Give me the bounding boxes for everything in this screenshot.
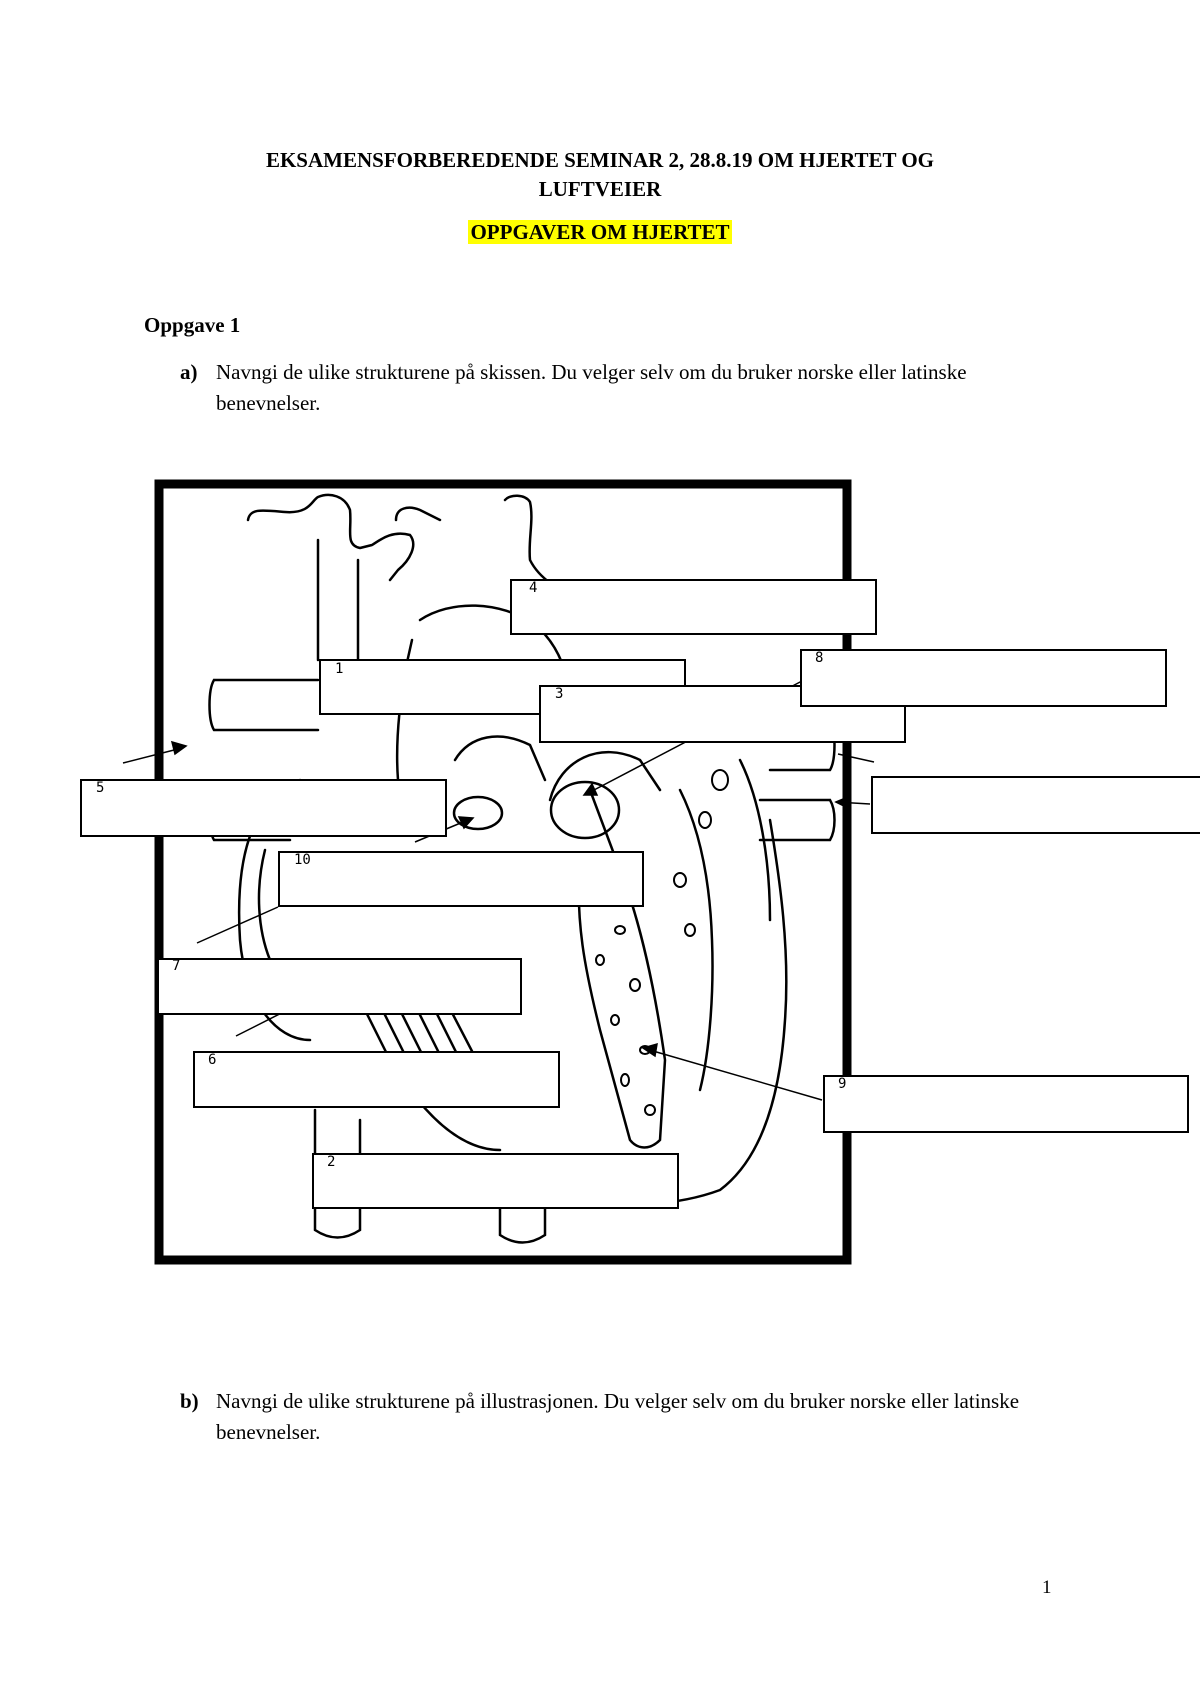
diagram-frame [154,479,852,1265]
great-vessels-outline [246,493,415,582]
title-line-1: EKSAMENSFORBEREDENDE SEMINAR 2, 28.8.19 … [265,148,935,172]
valve-cusp-right [548,750,662,802]
trabeculae-dots [595,769,729,1116]
label-boxes: 4 1 3 8 5 10 7 [80,579,1200,1209]
label-box-8[interactable]: 8 [800,649,1167,707]
label-box-unnumbered[interactable] [871,776,1200,834]
document-title: EKSAMENSFORBEREDENDE SEMINAR 2, 28.8.19 … [0,146,1200,204]
label-number-5: 5 [96,780,104,796]
chordae-tendineae [358,978,502,1107]
label-number-2: 2 [327,1154,335,1170]
label-number-7: 7 [172,958,180,974]
valve-left [452,795,504,831]
page-number: 1 [1042,1577,1052,1598]
vessel-top [394,506,442,522]
question-a-label: a) [180,360,198,384]
title-line-2: LUFTVEIER [538,177,662,201]
label-number-10: 10 [294,852,311,868]
left-pulmonary-vein-upper [208,678,320,732]
question-a: a) Navngi de ulike strukturene på skisse… [180,357,1046,419]
label-box-9[interactable]: 9 [823,1075,1189,1133]
label-number-6: 6 [208,1052,216,1068]
label-number-3: 3 [555,686,563,702]
question-b-text: Navngi de ulike strukturene på illustras… [216,1389,1020,1444]
label-number-1: 1 [335,661,343,677]
label-number-9: 9 [838,1076,846,1092]
label-box-6[interactable]: 6 [193,1051,560,1108]
section-subtitle: OPPGAVER OM HJERTET [0,220,1200,245]
label-box-5[interactable]: 5 [80,779,447,837]
left-ventricle-inner [738,758,772,922]
question-a-text: Navngi de ulike strukturene på skissen. … [216,360,967,415]
task-heading: Oppgave 1 [144,313,241,337]
label-number-8: 8 [815,650,823,666]
valve-cusp-left [453,735,547,782]
question-b-label: b) [180,1389,199,1413]
right-atrium-inner [257,848,272,962]
label-box-4[interactable]: 4 [510,579,877,635]
label-number-4: 4 [529,580,537,596]
right-pulmonary-vein-lower [758,798,836,842]
label-box-7[interactable]: 7 [157,958,522,1015]
label-box-2[interactable]: 2 [312,1153,679,1209]
question-b: b) Navngi de ulike strukturene på illust… [180,1386,1046,1448]
interventricular-septum [577,788,667,1149]
septum-right-edge [678,788,714,1092]
valve-right [549,780,621,840]
highlighted-subtitle: OPPGAVER OM HJERTET [468,220,732,244]
label-box-10[interactable]: 10 [278,851,644,907]
